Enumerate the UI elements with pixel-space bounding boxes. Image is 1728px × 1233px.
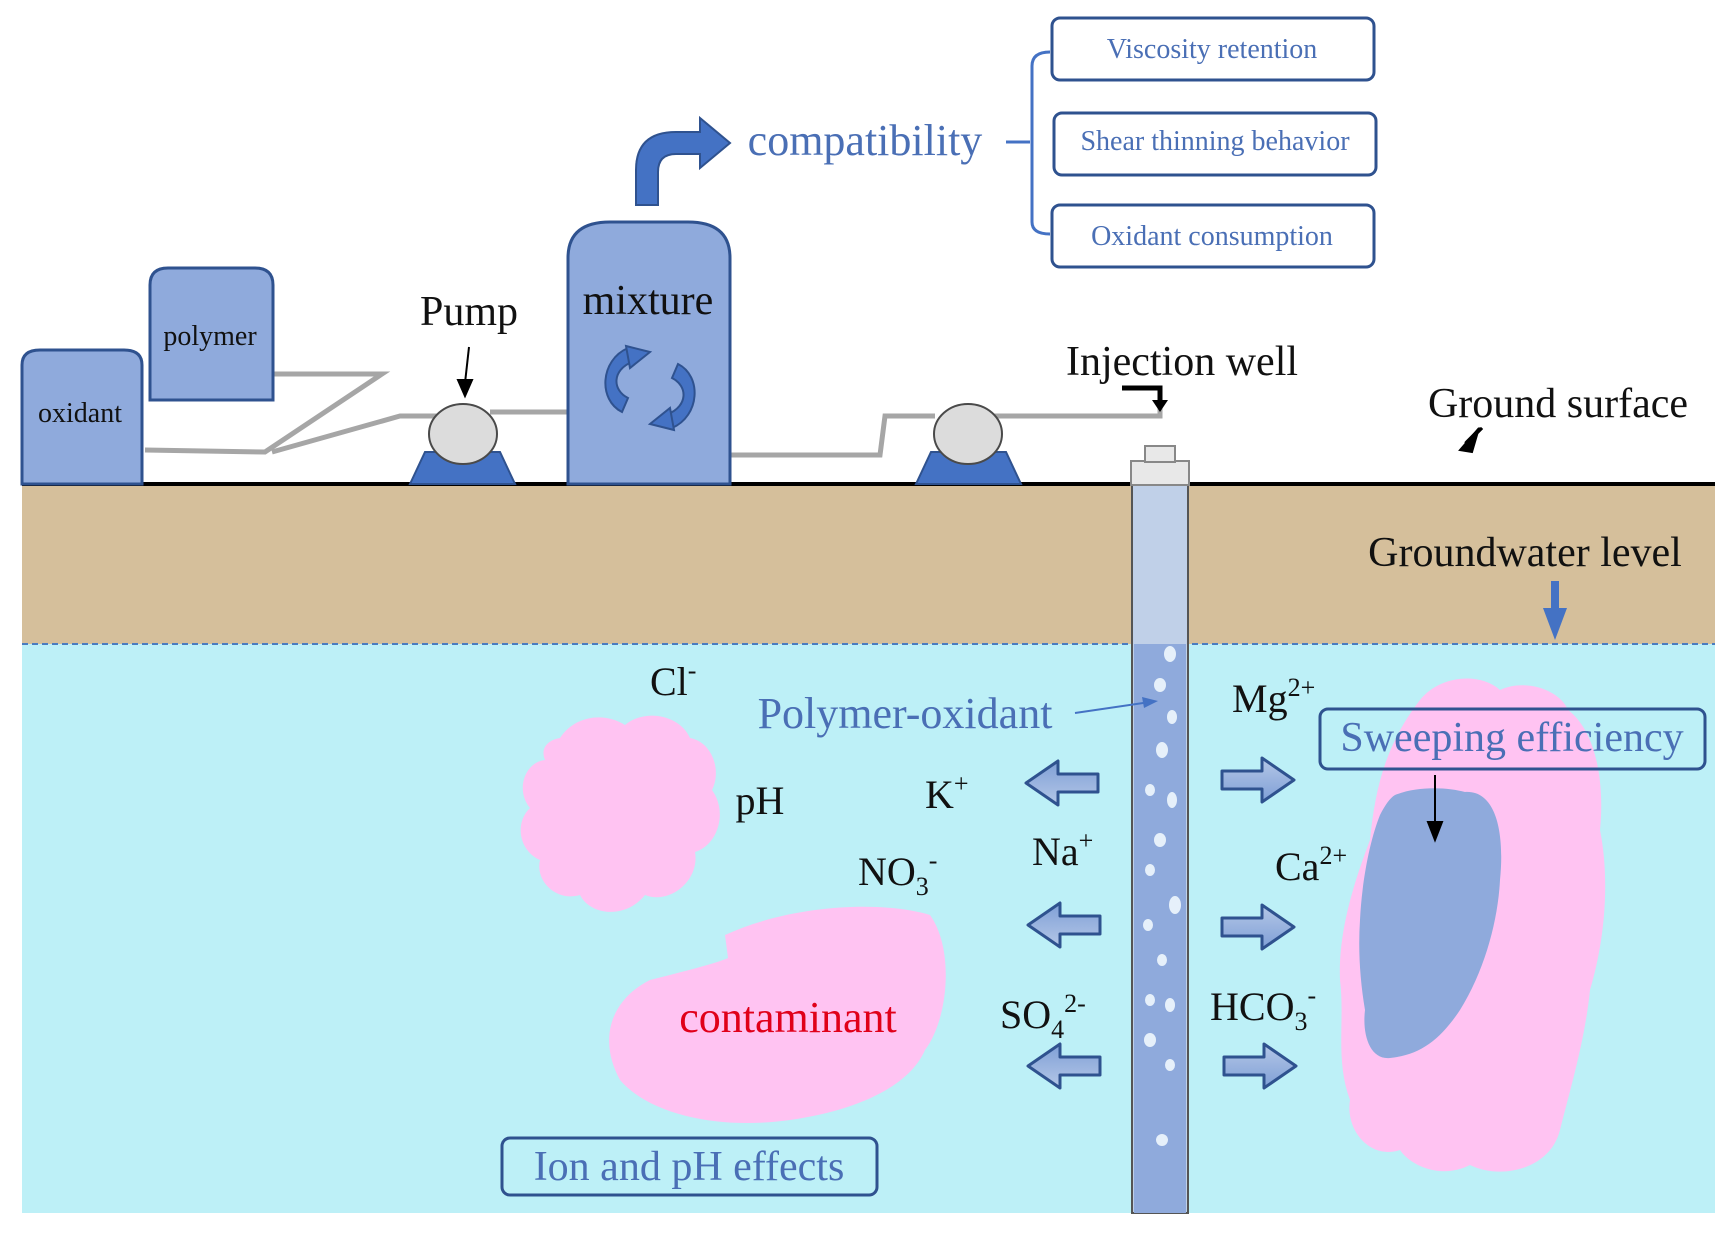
sweeping-efficiency-label: Sweeping efficiency <box>1340 715 1683 761</box>
polymer-bubbles <box>1143 646 1181 1146</box>
ion-mg: Mg2+ <box>1232 673 1315 721</box>
ion-k: K+ <box>925 769 969 817</box>
injection-well-label: Injection well <box>1066 339 1298 385</box>
compatibility-label: compatibility <box>748 116 983 165</box>
viscosity-retention-box <box>1050 16 1376 82</box>
viscosity-retention-text: Viscosity retention <box>1107 34 1318 65</box>
ground-surface-label: Ground surface <box>1428 381 1688 427</box>
wellhead-top <box>1144 445 1176 463</box>
ph-label: pH <box>736 778 785 823</box>
pipes <box>144 371 1163 458</box>
contaminant-label: contaminant <box>679 993 897 1042</box>
swept-zone <box>1359 788 1502 1059</box>
pump-1 <box>408 403 517 485</box>
ground-surface-pointer <box>1468 426 1484 442</box>
oxidant-consumption-box <box>1050 203 1376 269</box>
pump-2 <box>914 403 1023 485</box>
shear-thinning-box <box>1052 111 1378 177</box>
ion-so4: SO42- <box>1000 989 1086 1044</box>
wellhead-cap <box>1130 460 1190 486</box>
sweeping-efficiency-box <box>1318 707 1707 771</box>
injection-well-hook-arrow <box>1122 385 1168 412</box>
polymer-tank <box>148 266 275 402</box>
groundwater-level-arrow <box>1543 581 1567 640</box>
compatibility-bracket <box>1006 50 1051 236</box>
ion-ca: Ca2+ <box>1275 841 1347 889</box>
ion-no3: NO3- <box>858 846 937 901</box>
ion-hco3: HCO3- <box>1210 981 1316 1036</box>
ion-ph-effects-label: Ion and pH effects <box>534 1144 845 1190</box>
mixture-label: mixture <box>583 278 714 324</box>
polymer-oxidant-pointer <box>1074 697 1158 714</box>
polymer-oxidant-label: Polymer-oxidant <box>758 689 1053 738</box>
soil-layer <box>22 484 1715 644</box>
contaminant-plume <box>609 906 946 1124</box>
oxidant-consumption-text: Oxidant consumption <box>1091 221 1333 252</box>
groundwater-level-label: Groundwater level <box>1368 530 1682 576</box>
ion-ph-effects-box <box>500 1136 879 1197</box>
shear-thinning-text: Shear thinning behavior <box>1080 126 1350 157</box>
pump-label: Pump <box>420 289 518 335</box>
mixing-icon <box>604 344 696 432</box>
polymer-label: polymer <box>163 321 257 352</box>
ion-cl: Cl- <box>650 656 696 704</box>
injection-well-fluid <box>1134 644 1186 1213</box>
compatibility-arrow-icon <box>635 115 732 206</box>
ph-plume <box>520 715 720 912</box>
oxidant-tank <box>20 348 144 486</box>
ion-na: Na+ <box>1032 826 1093 874</box>
oxidant-label: oxidant <box>38 398 122 429</box>
